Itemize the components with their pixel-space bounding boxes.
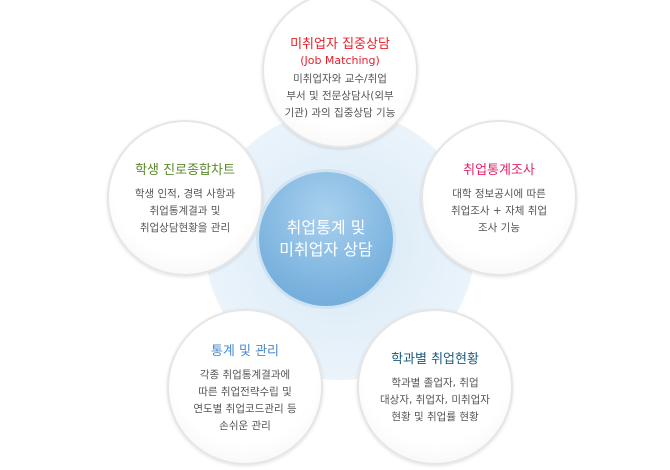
node-student-chart: 학생 진로종합차트 학생 인적, 경력 사항과 취업통계결과 및 취업상담현황을…: [107, 120, 263, 276]
node-desc: 각종 취업통계결과에 따른 취업전략수립 및 연도별 취업코드관리 등 손쉬운 …: [193, 368, 297, 432]
center-line2: 미취업자 상담: [279, 240, 373, 259]
node-department-status: 학과별 취업현황 학과별 졸업자, 취업 대상자, 취업자, 미취업자 현황 및…: [357, 309, 513, 465]
node-statistics-management: 통계 및 관리 각종 취업통계결과에 따른 취업전략수립 및 연도별 취업코드관…: [167, 309, 323, 465]
node-desc: 학과별 졸업자, 취업 대상자, 취업자, 미취업자 현황 및 취업률 현황: [380, 377, 490, 423]
center-hub: 취업통계 및 미취업자 상담: [259, 172, 393, 306]
node-desc: 미취업자와 교수/취업 부서 및 전문상담사(외부 기관) 과의 집중상담 기능: [284, 72, 396, 119]
node-title: 학생 진로종합차트: [135, 163, 235, 178]
node-desc: 학생 인적, 경력 사항과 취업통계결과 및 취업상담현황을 관리: [134, 188, 236, 234]
node-employment-survey: 취업통계조사 대학 정보공시에 따른 취업조사 + 자체 취업 조사 기능: [421, 120, 577, 276]
node-title: 취업통계조사: [463, 163, 535, 178]
node-title: 학과별 취업현황: [391, 352, 479, 367]
node-title: 미취업자 집중상담: [290, 36, 390, 52]
node-title: 통계 및 관리: [210, 343, 280, 359]
node-job-matching: 미취업자 집중상담 (Job Matching) 미취업자와 교수/취업 부서 …: [262, 0, 418, 148]
node-desc: 대학 정보공시에 따른 취업조사 + 자체 취업 조사 기능: [450, 188, 548, 234]
center-line1: 취업통계 및: [286, 218, 366, 237]
node-subtitle: (Job Matching): [300, 53, 380, 67]
